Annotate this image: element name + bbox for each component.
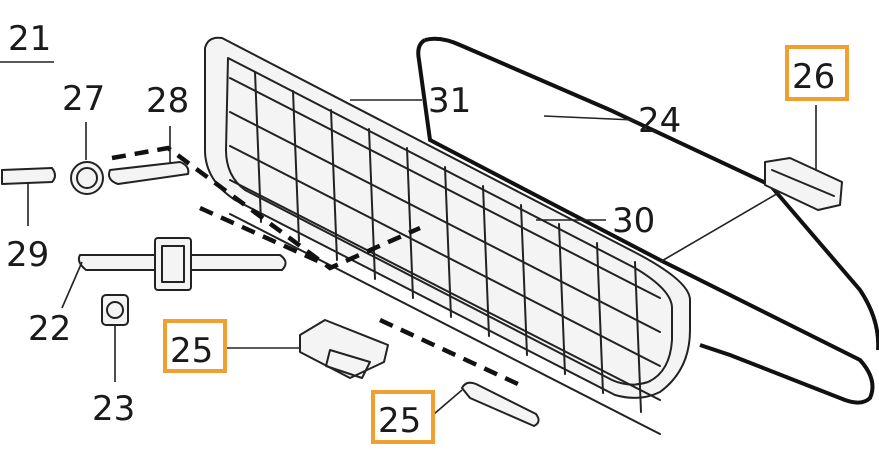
grille-rib <box>520 204 528 356</box>
grille-rib <box>558 223 566 375</box>
trim-strip-28 <box>108 161 190 185</box>
grille-bar <box>229 213 661 435</box>
dashed-line-lower <box>199 205 521 388</box>
callout-27: 27 <box>62 79 105 119</box>
callout-25-left: 25 <box>170 331 213 371</box>
callout-21: 21 <box>8 19 51 59</box>
callout-30: 30 <box>612 201 655 241</box>
grille-bar <box>229 179 661 401</box>
highlight-box-26 <box>785 45 849 101</box>
emblem-bar-22 <box>77 237 287 291</box>
dashed-line-upper <box>111 145 421 271</box>
callout-24: 24 <box>638 101 681 141</box>
grille-rib <box>368 128 376 280</box>
highlight-box-25-left <box>163 319 227 373</box>
highlight-boxes <box>163 45 849 444</box>
grille-rib <box>482 185 490 337</box>
highlight-box-25-right <box>371 390 435 444</box>
callout-23: 23 <box>92 389 135 429</box>
callout-25-right: 25 <box>378 401 421 441</box>
trim-strip-29 <box>1 167 56 185</box>
emblem-27 <box>70 161 104 195</box>
callout-labels: 21 27 28 29 22 23 25 25 31 24 30 26 <box>6 19 835 441</box>
callout-31: 31 <box>428 81 471 121</box>
lower-trim-25 <box>461 381 540 427</box>
main-grille <box>204 36 691 435</box>
grille-rib <box>596 242 604 394</box>
grille-rib <box>330 109 338 261</box>
grille-bar <box>229 145 661 367</box>
grille-rib <box>634 261 642 413</box>
clip-bracket-25 <box>299 319 389 379</box>
callout-22: 22 <box>28 309 71 349</box>
side-bracket-26 <box>764 157 843 211</box>
grille-rib <box>406 147 414 299</box>
grille-bar <box>229 111 661 333</box>
badge-23 <box>101 294 129 326</box>
grille-rib <box>292 90 300 242</box>
leader-lines <box>0 61 817 415</box>
callout-26: 26 <box>792 57 835 97</box>
grille-rib <box>444 166 452 318</box>
grille-rib <box>254 71 262 223</box>
callout-29: 29 <box>6 235 49 275</box>
callout-28: 28 <box>146 81 189 121</box>
